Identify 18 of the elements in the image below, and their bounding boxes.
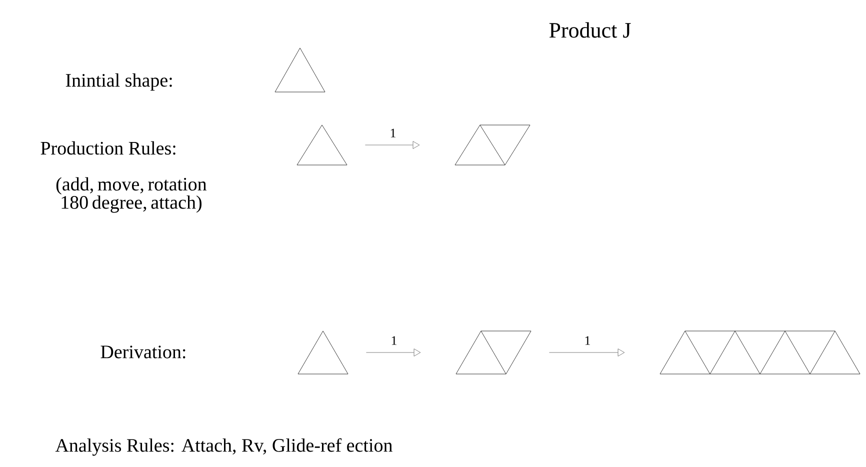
triangle-shape [274, 48, 326, 92]
arrow [549, 348, 625, 356]
label: Inintial shape: [66, 73, 172, 91]
note: (add, move, rotation 180 degree, attach) [56, 177, 207, 213]
triangle-shape [296, 124, 348, 166]
edge-label: 1 [388, 128, 398, 138]
rhombus-shape [454, 124, 530, 166]
label: Derivation: [100, 346, 186, 358]
label: Production Rules: [40, 141, 176, 155]
arrow [366, 348, 421, 356]
triangle-shape [298, 330, 348, 374]
rhombus-shape [456, 330, 532, 374]
edge-label: 1 [390, 335, 398, 346]
arrow [365, 141, 420, 149]
edge-label: 1 [583, 335, 592, 346]
label: Analysis Rules: Attach, Rv, Glide-ref ection [55, 438, 392, 456]
title: Product J [549, 22, 631, 38]
triangle-strip-drawing [660, 330, 860, 374]
